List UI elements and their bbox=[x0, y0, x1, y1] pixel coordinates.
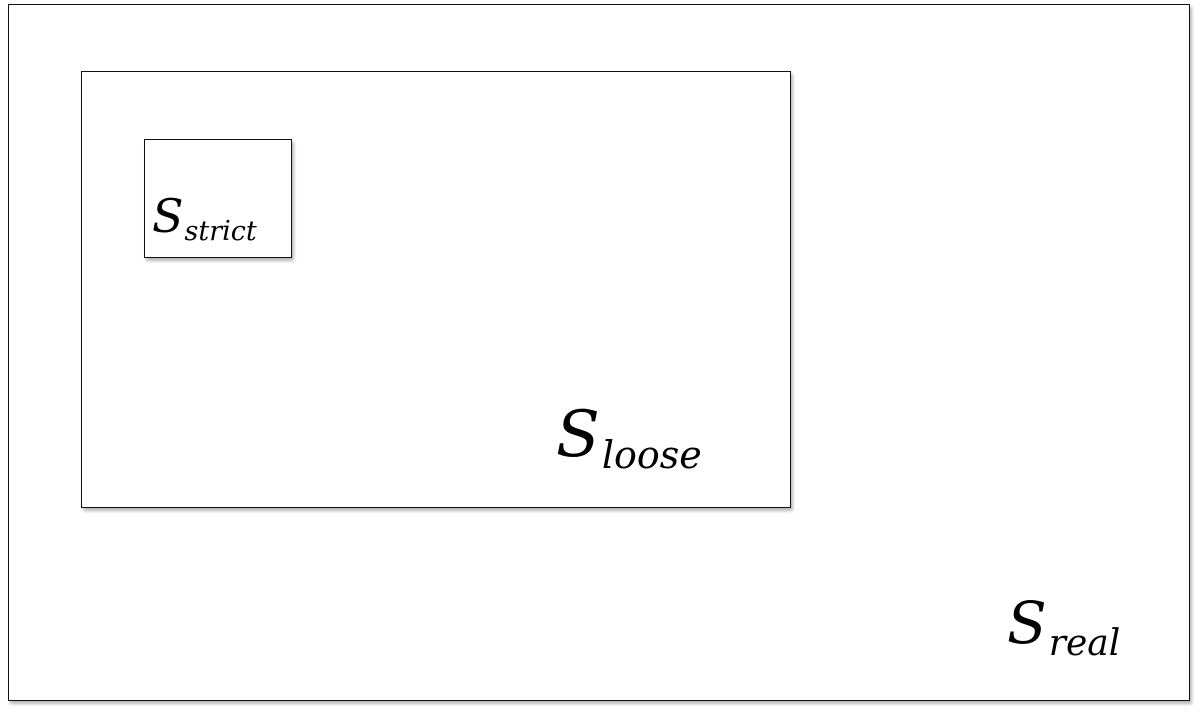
set-strict-symbol: S bbox=[152, 189, 184, 243]
set-strict-label: Sstrict bbox=[152, 189, 257, 245]
set-loose-symbol: S bbox=[556, 398, 600, 472]
set-strict-subscript: strict bbox=[184, 216, 257, 247]
set-real-symbol: S bbox=[1007, 589, 1047, 657]
set-loose-label: Sloose bbox=[556, 398, 702, 474]
set-loose-subscript: loose bbox=[601, 433, 702, 477]
set-real-subscript: real bbox=[1048, 623, 1121, 664]
set-strict-box bbox=[144, 139, 292, 258]
set-real-label: Sreal bbox=[1007, 589, 1120, 662]
